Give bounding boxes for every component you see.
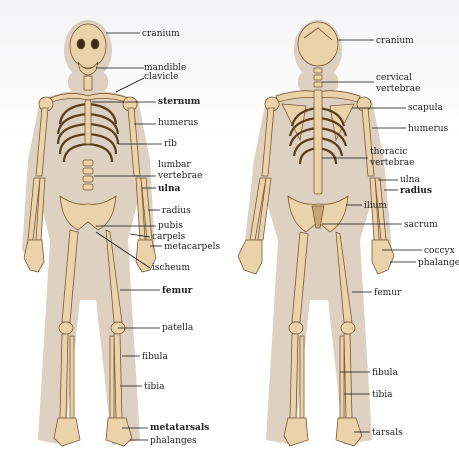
label-front-cranium: cranium: [142, 29, 180, 39]
back-hand-left: [238, 240, 262, 274]
label-front-femur: femur: [162, 286, 193, 296]
label-front-phalanges: phalanges: [150, 436, 197, 446]
label-front-radius: radius: [162, 206, 191, 216]
back-spine: [314, 90, 322, 194]
label-back-tibia: tibia: [372, 390, 393, 400]
label-front-rib: rib: [164, 139, 177, 149]
label-front-pubis: pubis: [158, 221, 183, 231]
label-front-sternum: sternum: [158, 97, 201, 107]
label-front-fibula: fibula: [142, 352, 168, 362]
label-back-fibula: fibula: [372, 368, 398, 378]
label-front-ulna: ulna: [158, 184, 181, 194]
label-back-cervical-vertebrae: vertebrae: [375, 84, 420, 94]
label-front-carpels: carpels: [152, 232, 186, 242]
label-back-ulna: ulna: [400, 175, 420, 185]
label-back-humerus: humerus: [408, 124, 449, 134]
label-back-cervical: cervical: [376, 73, 412, 83]
back-cervical-spine: [314, 68, 322, 87]
label-back-ilium: ilium: [364, 201, 387, 211]
front-sternum: [85, 100, 91, 144]
label-back-tarsals: tarsals: [372, 428, 403, 438]
back-foot-left: [284, 418, 308, 446]
label-front-ischeum: ischeum: [152, 263, 190, 273]
label-back-thoracic-vertebrae: vertebrae: [369, 158, 414, 168]
front-foot-left: [54, 418, 80, 446]
label-back-thoracic: thoracic: [370, 147, 407, 157]
front-hand-left: [24, 240, 44, 272]
label-back-femur: femur: [374, 288, 402, 298]
label-front-metacarpels: metacarpels: [164, 242, 221, 252]
label-front-lumbar: lumbar: [158, 160, 191, 170]
label-back-cranium: cranium: [376, 36, 414, 46]
label-back-phalanges: phalanges: [418, 258, 459, 268]
label-front-patella: patella: [162, 323, 194, 333]
label-front-humerus: humerus: [158, 118, 199, 128]
label-back-scapula: scapula: [408, 103, 443, 113]
front-labels: cranium mandible clavicle sternum humeru…: [142, 29, 221, 446]
label-front-clavicle: clavicle: [144, 72, 179, 82]
label-front-vertebrae: vertebrae: [157, 171, 202, 181]
label-back-coccyx: coccyx: [424, 246, 455, 256]
label-back-radius: radius: [400, 186, 432, 196]
label-front-metatarsals: metatarsals: [150, 423, 209, 433]
back-skull: [298, 22, 338, 66]
label-back-sacrum: sacrum: [404, 220, 438, 230]
label-front-tibia: tibia: [144, 382, 165, 392]
front-skull: [70, 24, 106, 68]
